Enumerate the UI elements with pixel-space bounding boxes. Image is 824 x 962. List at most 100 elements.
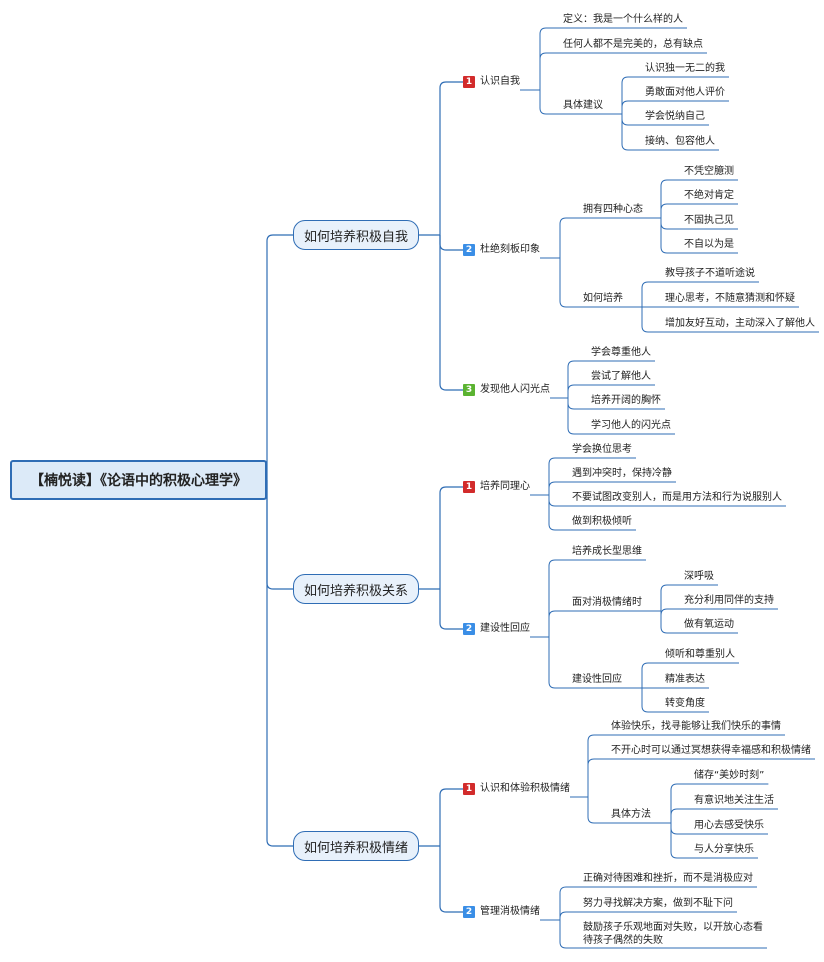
leaf-item[interactable]: 储存“美妙时刻” [694,770,765,781]
connector-line [621,114,719,151]
branch-positive-relationships[interactable]: 如何培养积极关系 [293,574,419,604]
connector-line [439,235,463,391]
subtopic-label: 杜绝刻板印象 [480,244,540,255]
connector-line [539,52,707,90]
subtopic-label: 建设性回应 [480,623,530,634]
connector-line [539,27,687,90]
subtopic-avoid-stereotype[interactable]: 2 杜绝刻板印象 [463,243,540,257]
leaf-item[interactable]: 深呼吸 [684,571,714,582]
leaf-item[interactable]: 努力寻找解决方案，做到不耻下问 [583,898,733,909]
leaf-item[interactable]: 定义：我是一个什么样的人 [563,14,683,25]
connector-line [641,281,759,307]
connector-line [660,218,738,254]
leaf-item[interactable]: 任何人都不是完美的，总有缺点 [563,39,703,50]
leaf-item[interactable]: 学会悦纳自己 [645,111,705,122]
leaf-item[interactable]: 不凭空臆测 [684,166,734,177]
root-topic[interactable]: 【楠悦读】《论语中的积极心理学》 [10,460,267,500]
connector-line [548,559,646,637]
connector-line [641,662,739,688]
connector-line [660,608,778,616]
connector-line [559,911,737,920]
connector-line [660,179,738,218]
leaf-group[interactable]: 面对消极情绪时 [572,597,642,608]
connector-line [548,610,646,637]
connector-line [266,480,293,847]
leaf-item[interactable]: 学会尊重他人 [591,347,651,358]
connector-line [670,808,778,823]
leaf-item[interactable]: 转变角度 [665,698,705,709]
priority-1-icon: 1 [463,783,475,795]
connector-line [660,203,738,218]
leaf-item[interactable]: 不绝对肯定 [684,190,734,201]
branch-positive-emotions[interactable]: 如何培养积极情绪 [293,831,419,861]
leaf-item[interactable]: 不要试图改变别人，而是用方法和行为说服别人 [572,492,782,503]
subtopic-label: 培养同理心 [480,481,530,492]
connector-line [548,495,636,531]
connector-line [439,589,463,630]
connector-line [621,100,729,114]
connector-line [587,797,655,824]
connector-line [660,611,738,634]
leaf-item[interactable]: 与人分享快乐 [694,844,754,855]
priority-1-icon: 1 [463,76,475,88]
leaf-item[interactable]: 做到积极倾听 [572,516,632,527]
leaf-item[interactable]: 倾听和尊重别人 [665,649,735,660]
connector-line [660,584,718,611]
leaf-item[interactable]: 接纳、包容他人 [645,136,715,147]
leaf-item[interactable]: 鼓励孩子乐观地面对失败，以开放心态看待孩子偶然的失败 [583,922,763,946]
leaf-item[interactable]: 尝试了解他人 [591,371,651,382]
leaf-item[interactable]: 充分利用同伴的支持 [684,595,774,606]
leaf-item[interactable]: 做有氧运动 [684,619,734,630]
connector-line [559,217,647,258]
leaf-group[interactable]: 具体建议 [563,100,603,111]
leaf-item[interactable]: 培养开阔的胸怀 [591,395,661,406]
connector-line [567,360,655,398]
leaf-item[interactable]: 精准表达 [665,674,705,685]
leaf-group[interactable]: 具体方法 [611,809,651,820]
connector-line [641,307,819,333]
connector-line [439,235,463,251]
leaf-group[interactable]: 拥有四种心态 [583,204,643,215]
leaf-item[interactable]: 学会换位思考 [572,444,632,455]
connector-line [539,90,607,115]
connector-line [548,637,626,689]
leaf-item[interactable]: 正确对待困难和挫折，而不是消极应对 [583,873,753,884]
leaf-item[interactable]: 不开心时可以通过冥想获得幸福感和积极情绪 [611,745,811,756]
leaf-item[interactable]: 不自以为是 [684,239,734,250]
leaf-item[interactable]: 认识独一无二的我 [645,63,725,74]
connector-line [439,486,463,589]
subtopic-manage-negative[interactable]: 2 管理消极情绪 [463,905,540,919]
subtopic-empathy[interactable]: 1 培养同理心 [463,480,530,494]
connector-line [439,81,463,235]
leaf-item[interactable]: 教导孩子不道听途说 [665,268,755,279]
subtopic-know-self[interactable]: 1 认识自我 [463,75,520,89]
leaf-item[interactable]: 不固执己见 [684,215,734,226]
connector-line [670,783,769,823]
subtopic-label: 认识和体验积极情绪 [480,783,570,794]
leaf-item[interactable]: 学习他人的闪光点 [591,420,671,431]
branch-positive-self[interactable]: 如何培养积极自我 [293,220,419,250]
leaf-item[interactable]: 遇到冲突时，保持冷静 [572,468,672,479]
leaf-item[interactable]: 理心思考，不随意猜测和怀疑 [665,293,795,304]
leaf-item[interactable]: 有意识地关注生活 [694,795,774,806]
leaf-item[interactable]: 体验快乐，找寻能够让我们快乐的事情 [611,721,781,732]
subtopic-experience-emotions[interactable]: 1 认识和体验积极情绪 [463,782,570,796]
connector-line [559,258,627,308]
priority-2-icon: 2 [463,244,475,256]
connector-line [587,734,785,797]
leaf-group[interactable]: 如何培养 [583,293,623,304]
leaf-item[interactable]: 用心去感受快乐 [694,820,764,831]
subtopic-find-strengths[interactable]: 3 发现他人闪光点 [463,383,550,397]
connector-line [439,788,463,846]
leaf-item[interactable]: 增加友好互动，主动深入了解他人 [665,318,815,329]
subtopic-constructive-response[interactable]: 2 建设性回应 [463,622,530,636]
connector-line [567,384,655,398]
leaf-group[interactable]: 建设性回应 [572,674,622,685]
leaf-item[interactable]: 勇敢面对他人评价 [645,87,725,98]
leaf-item[interactable]: 培养成长型思维 [572,546,642,557]
priority-1-icon: 1 [463,481,475,493]
priority-2-icon: 2 [463,623,475,635]
connector-line [641,688,709,713]
connector-line [670,823,758,859]
